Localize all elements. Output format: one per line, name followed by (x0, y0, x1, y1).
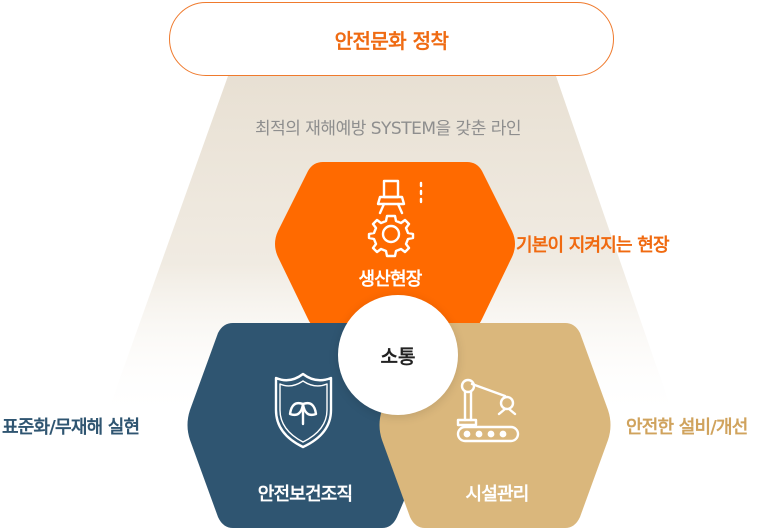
hexagon-production (275, 162, 515, 330)
conveyor-robot-icon (456, 378, 520, 443)
top-goal-pill: 안전문화 정착 (169, 2, 614, 76)
subtitle: 최적의 재해예방 SYSTEM을 갖춘 라인 (254, 119, 522, 139)
side-label-right: 안전한 설비/개선 (626, 417, 748, 438)
hexagon-facility-label: 시설관리 (465, 484, 529, 505)
shield-leaf-icon (274, 372, 333, 449)
robot-arm-gear-icon (367, 179, 423, 258)
top-goal-title: 안전문화 정착 (334, 28, 449, 53)
side-label-left: 표준화/무재해 실현 (2, 417, 140, 438)
center-label: 소통 (380, 345, 416, 368)
side-label-top-right: 기본이 지켜지는 현장 (516, 235, 670, 256)
center-circle: 소통 (338, 295, 458, 415)
hexagon-production-label: 생산현장 (358, 269, 422, 290)
hexagon-safety-org-label: 안전보건조직 (257, 484, 353, 505)
